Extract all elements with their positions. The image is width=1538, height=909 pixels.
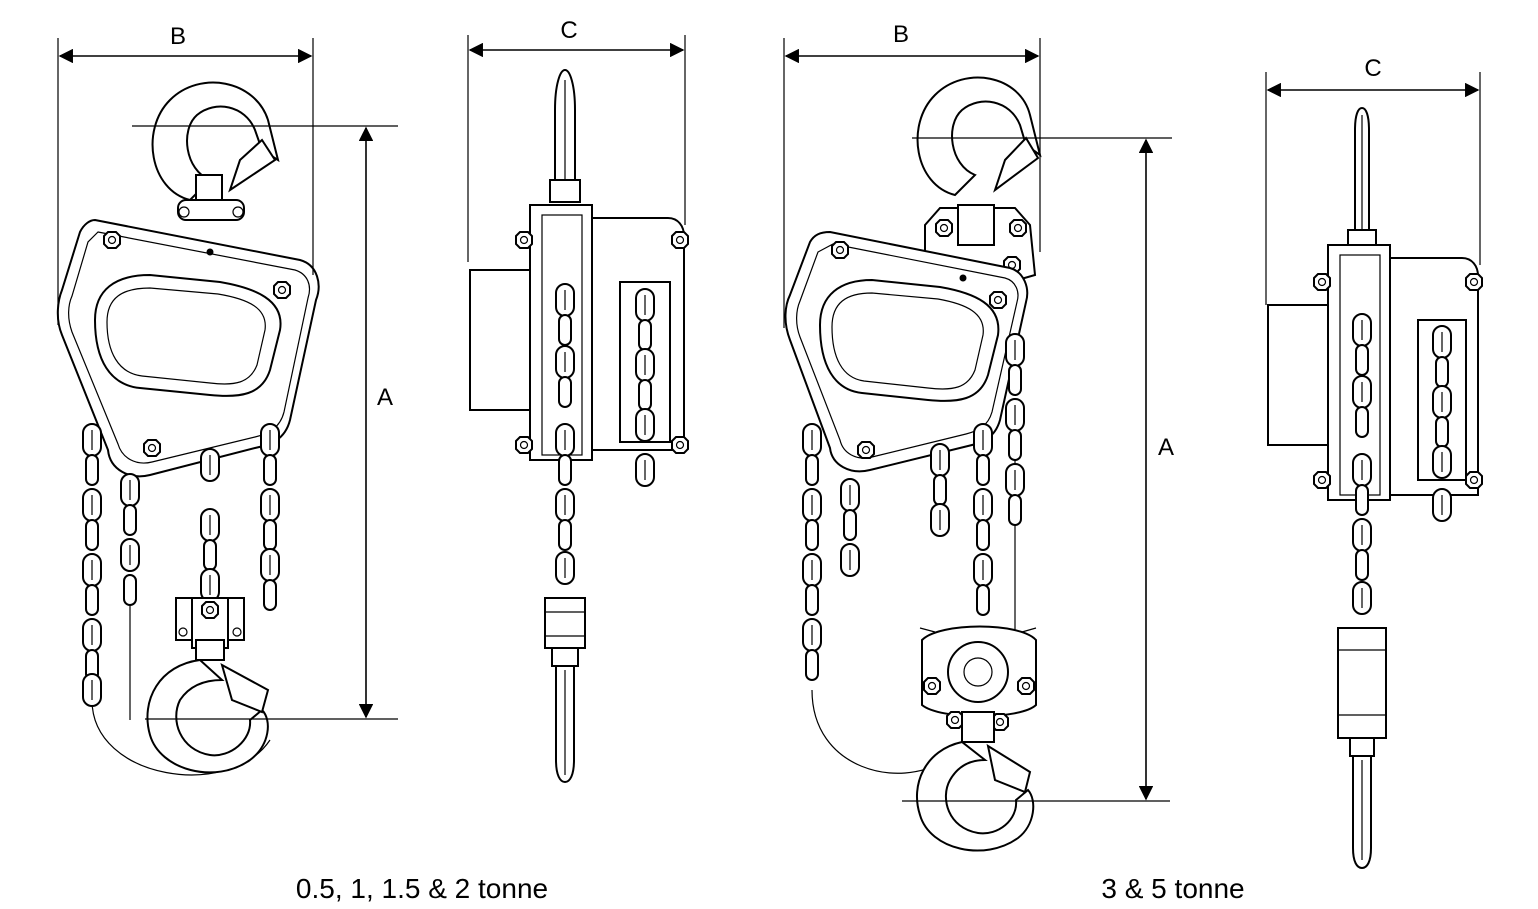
dimension-label-b-right: B bbox=[893, 21, 909, 48]
dimension-c-left: C bbox=[467, 17, 686, 262]
dimension-label-a-left: A bbox=[377, 384, 393, 411]
dimension-label-c-right: C bbox=[1364, 55, 1381, 82]
dimension-b-left: B bbox=[57, 23, 314, 325]
dimension-label-c-left: C bbox=[560, 17, 577, 44]
dimension-c-right: C bbox=[1265, 55, 1481, 305]
dimension-a-left: A bbox=[132, 125, 398, 720]
hoist-small-side-view bbox=[469, 68, 689, 784]
hoist-small-front-view bbox=[56, 81, 320, 776]
caption-large-models: 3 & 5 tonne bbox=[1101, 873, 1244, 904]
dimension-label-a-right: A bbox=[1158, 434, 1174, 461]
caption-small-models: 0.5, 1, 1.5 & 2 tonne bbox=[296, 873, 548, 904]
hoist-large-front-view bbox=[784, 76, 1042, 852]
dimension-label-b-left: B bbox=[170, 23, 186, 50]
dimension-b-right: B bbox=[783, 21, 1041, 328]
dimension-a-right: A bbox=[902, 137, 1174, 802]
hoist-large-side-view bbox=[1267, 106, 1483, 870]
